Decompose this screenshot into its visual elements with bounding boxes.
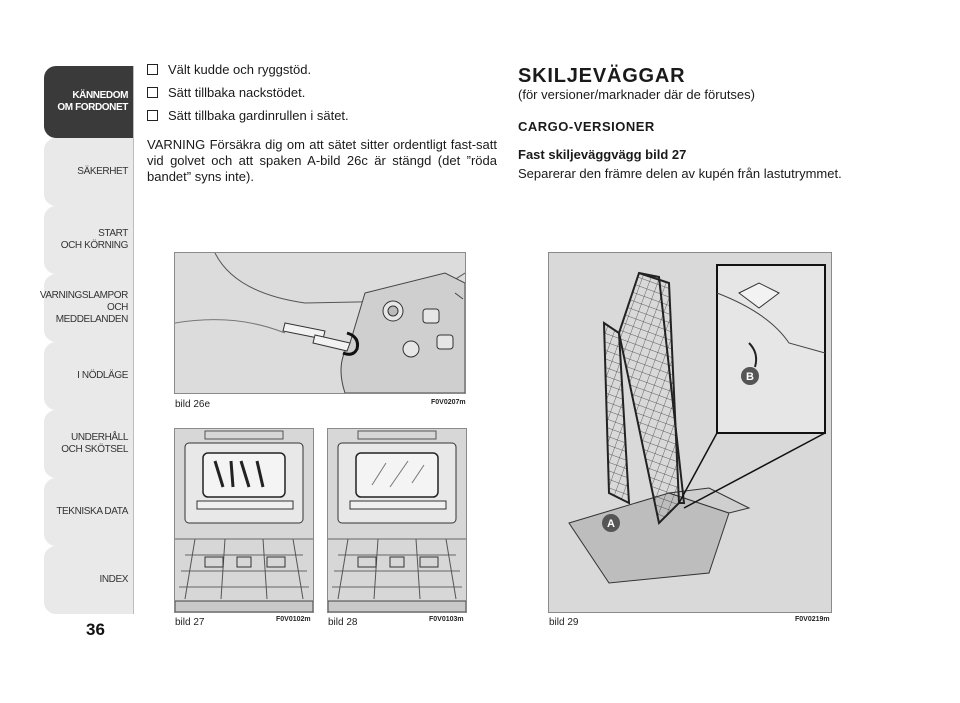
fixed-partition-illustration bbox=[175, 429, 313, 612]
warning-text: VARNING Försäkra dig om att sätet sitter… bbox=[147, 137, 497, 184]
page-number: 36 bbox=[86, 620, 105, 639]
tab-i-nodlage[interactable]: I NÖDLÄGE bbox=[44, 342, 134, 410]
tab-underhall-och-skotsel[interactable]: UNDERHÅLL OCH SKÖTSEL bbox=[44, 410, 134, 478]
figure-code: F0V0219m bbox=[795, 616, 830, 623]
tab-kannedom-om-fordonet[interactable]: KÄNNEDOM OM FORDONET bbox=[44, 66, 134, 138]
tab-tekniska-data[interactable]: TEKNISKA DATA bbox=[44, 478, 134, 546]
figure-caption: bild 29 bbox=[549, 617, 579, 628]
checkbox-bullet-icon bbox=[147, 64, 158, 75]
figure-code: F0V0103m bbox=[429, 616, 464, 623]
cargo-net-illustration: B A bbox=[549, 253, 831, 612]
section-heading: CARGO-VERSIONER bbox=[518, 119, 655, 134]
list-item: Sätt tillbaka gardinrullen i sätet. bbox=[147, 108, 497, 124]
tab-sakerhet[interactable]: SÄKERHET bbox=[44, 138, 134, 206]
figure-27-fixed-partition bbox=[174, 428, 314, 613]
list-item: Vält kudde och ryggstöd. bbox=[147, 62, 497, 78]
right-column: SKILJEVÄGGAR (för versioner/marknader dä… bbox=[518, 66, 888, 182]
callout-b-label: B bbox=[746, 371, 754, 383]
figure-28-partition-with-window bbox=[327, 428, 467, 613]
list-item: Sätt tillbaka nackstödet. bbox=[147, 85, 497, 101]
section-subtitle: (för versioner/marknader där de förutses… bbox=[518, 87, 755, 102]
checkbox-bullet-icon bbox=[147, 87, 158, 98]
tab-start-och-korning[interactable]: START OCH KÖRNING bbox=[44, 206, 134, 274]
figure-code: F0V0102m bbox=[276, 616, 311, 623]
body-paragraph: Separerar den främre delen av kupén från… bbox=[518, 166, 842, 181]
figure-code: F0V0207m bbox=[431, 399, 466, 406]
partition-window-illustration bbox=[328, 429, 466, 612]
checkbox-bullet-icon bbox=[147, 110, 158, 121]
left-column: Vält kudde och ryggstöd. Sätt tillbaka n… bbox=[147, 62, 497, 198]
figure-caption: bild 27 bbox=[175, 617, 205, 628]
seat-lever-illustration bbox=[175, 253, 465, 393]
subsection-heading: Fast skiljeväggvägg bild 27 bbox=[518, 147, 687, 162]
callout-a-label: A bbox=[607, 518, 615, 530]
section-title: SKILJEVÄGGAR bbox=[518, 65, 686, 87]
tab-varningslampor[interactable]: VARNINGSLAMPOR OCH MEDDELANDEN bbox=[40, 274, 134, 342]
figure-caption: bild 26e bbox=[175, 399, 211, 410]
figure-29-cargo-net: B A bbox=[548, 252, 832, 613]
tab-index[interactable]: INDEX bbox=[44, 546, 134, 614]
figure-26e-seat-lever bbox=[174, 252, 466, 394]
figure-caption: bild 28 bbox=[328, 617, 358, 628]
